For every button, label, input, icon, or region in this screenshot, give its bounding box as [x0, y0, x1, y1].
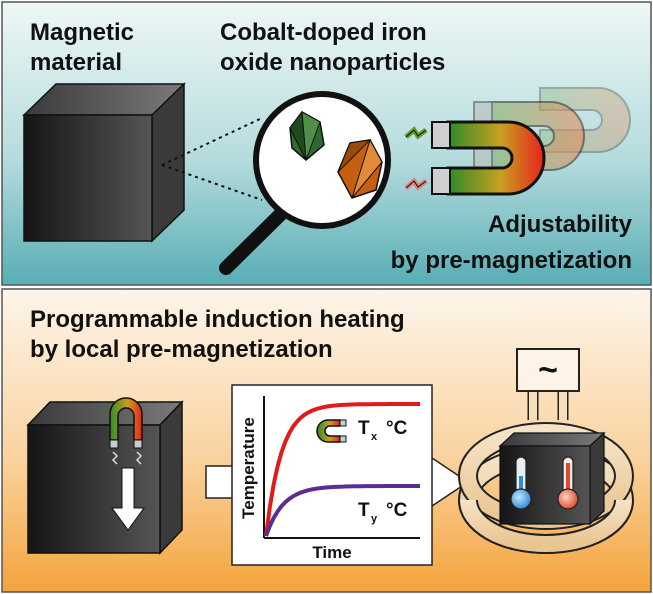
series-label-subscript: x [371, 431, 378, 443]
material-title-line1: Magnetic [30, 19, 134, 46]
bottom-title-line2: by local pre-magnetization [30, 336, 333, 363]
series-label-subscript: y [371, 513, 378, 525]
octahedron-icon [337, 138, 383, 199]
horseshoe-magnet-icon [316, 419, 347, 443]
thermometer-icon [557, 456, 579, 510]
ac-source-icon: ~ [516, 348, 580, 392]
y-axis-label: Temperature [239, 417, 258, 519]
material-title-line2: material [30, 49, 122, 76]
adjustability-line1: Adjustability [488, 211, 633, 238]
field-lines-icon [404, 126, 428, 191]
cube-icon [22, 82, 186, 243]
horseshoe-magnet-icon [431, 120, 546, 196]
series-label-name: T [358, 418, 370, 439]
octahedron-icon [289, 110, 325, 161]
cube-icon [498, 431, 606, 526]
ac-symbol: ~ [538, 351, 558, 389]
arrow-icon [111, 467, 145, 531]
thermometer-icon [510, 456, 532, 510]
series-line [264, 402, 420, 537]
series-label: T y °C [358, 500, 408, 525]
horseshoe-magnet-icon [109, 397, 143, 465]
zoom-lines [161, 117, 263, 201]
x-axis-label: Time [312, 543, 351, 562]
nanoparticle-title-line1: Cobalt-doped iron [220, 19, 427, 46]
nanoparticle-title-line2: oxide nanoparticles [220, 49, 445, 76]
series-label-unit: °C [386, 418, 408, 439]
adjustability-line2: by pre-magnetization [391, 247, 632, 274]
series-label: T x °C [358, 418, 408, 443]
chart: Temperature Time T x °C T y °C [239, 396, 420, 562]
series-label-unit: °C [386, 500, 408, 521]
coil-front-turn [458, 499, 634, 554]
bottom-title-line1: Programmable induction heating [30, 306, 405, 333]
cube-icon [26, 400, 184, 555]
series-line [264, 484, 420, 537]
series-label-name: T [358, 500, 370, 521]
